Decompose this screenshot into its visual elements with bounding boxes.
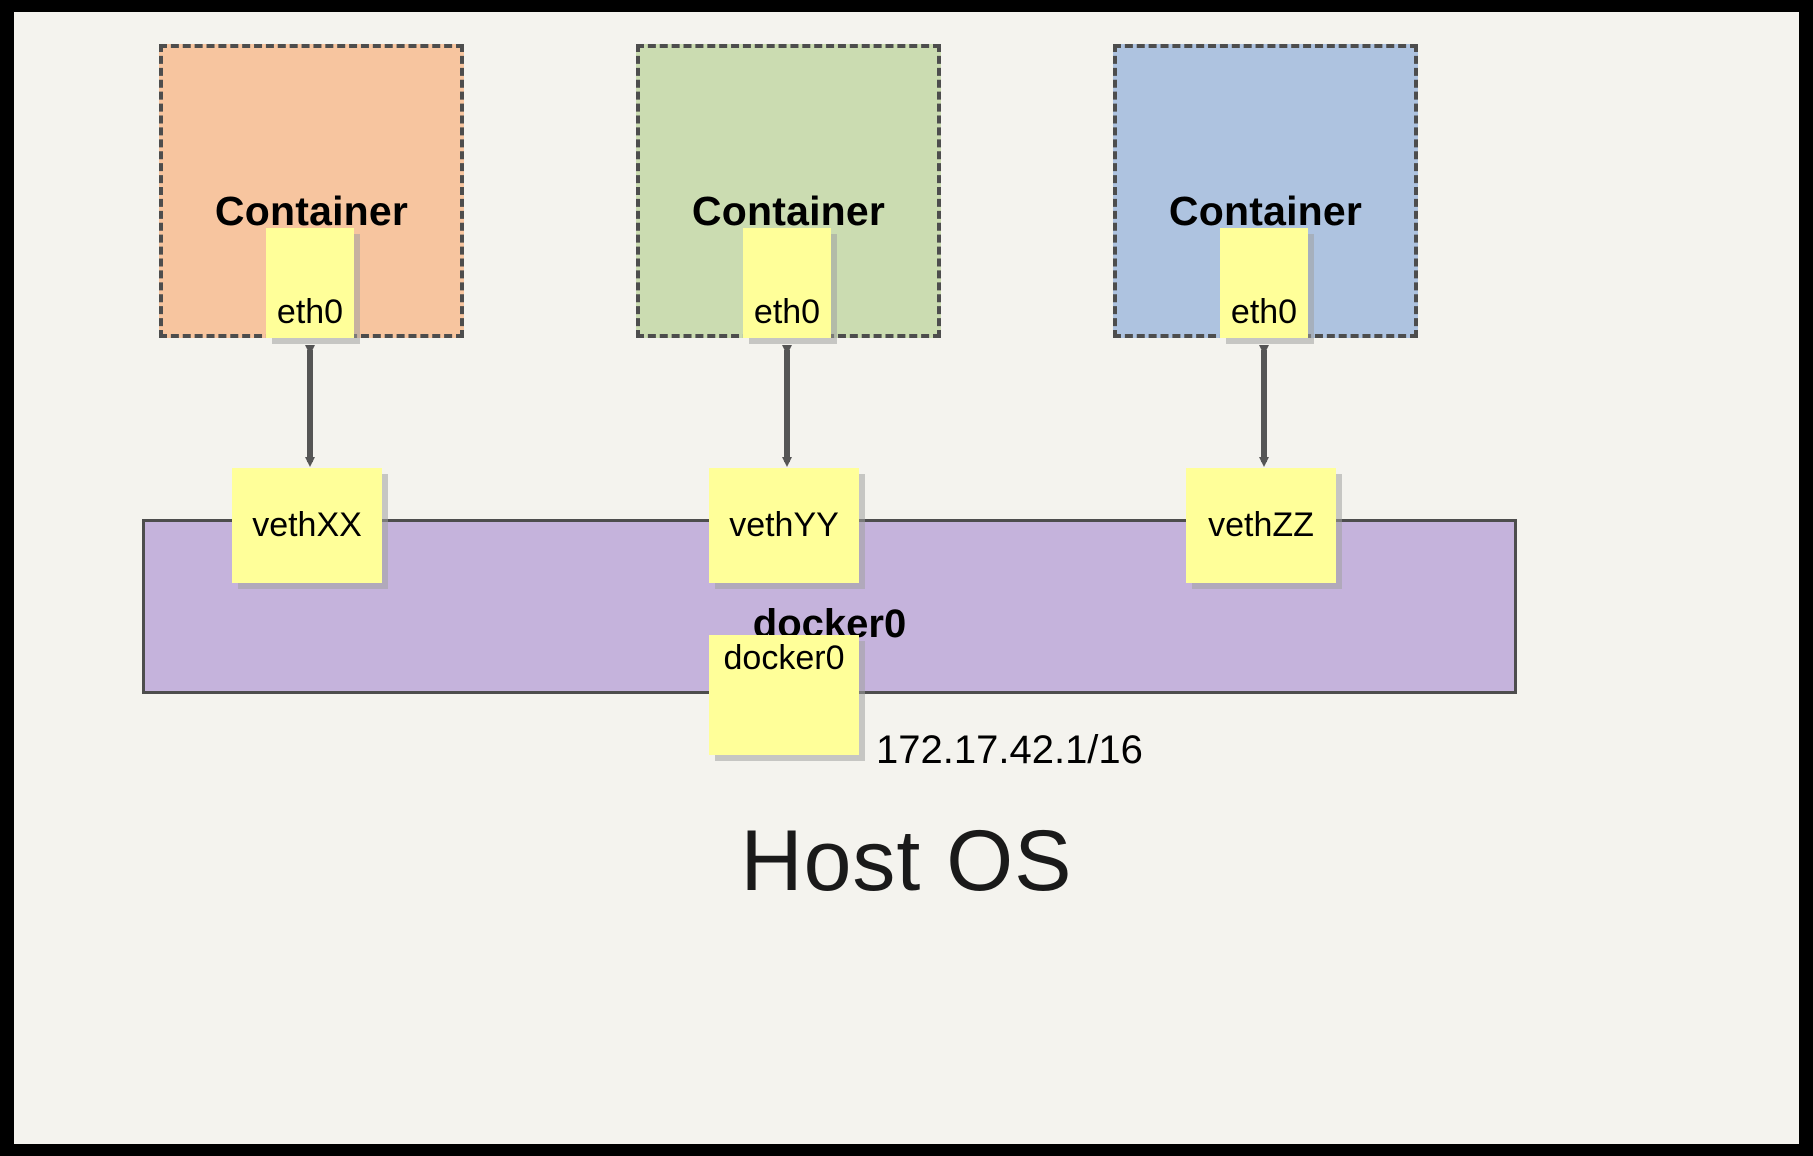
container-eth0-box-1[interactable]: eth0 xyxy=(266,228,354,338)
docker0-interface-box[interactable]: docker0 xyxy=(709,635,859,755)
veth-link-arrow-1 xyxy=(305,345,315,467)
host-os-title: Host OS xyxy=(740,813,1073,909)
container-title-1: Container xyxy=(214,188,409,234)
docker0-interface-label: docker0 xyxy=(723,639,845,677)
veth-link-arrow-3 xyxy=(1259,345,1269,467)
container-title-3: Container xyxy=(1168,188,1363,234)
veth-label-3: vethZZ xyxy=(1208,506,1314,544)
container-eth0-box-3[interactable]: eth0 xyxy=(1220,228,1308,338)
veth-box-3[interactable]: vethZZ xyxy=(1186,468,1336,583)
diagram-page: Container eth0 Container eth0 Container … xyxy=(14,12,1799,1144)
veth-label-1: vethXX xyxy=(252,506,362,544)
container-title-2: Container xyxy=(691,188,886,234)
container-eth0-label-2: eth0 xyxy=(753,293,821,331)
container-eth0-label-1: eth0 xyxy=(276,293,344,331)
docker0-ip-address: 172.17.42.1/16 xyxy=(876,728,1143,772)
container-eth0-label-3: eth0 xyxy=(1230,293,1298,331)
veth-label-2: vethYY xyxy=(729,506,839,544)
veth-link-arrow-2 xyxy=(782,345,792,467)
container-eth0-box-2[interactable]: eth0 xyxy=(743,228,831,338)
veth-box-2[interactable]: vethYY xyxy=(709,468,859,583)
veth-box-1[interactable]: vethXX xyxy=(232,468,382,583)
